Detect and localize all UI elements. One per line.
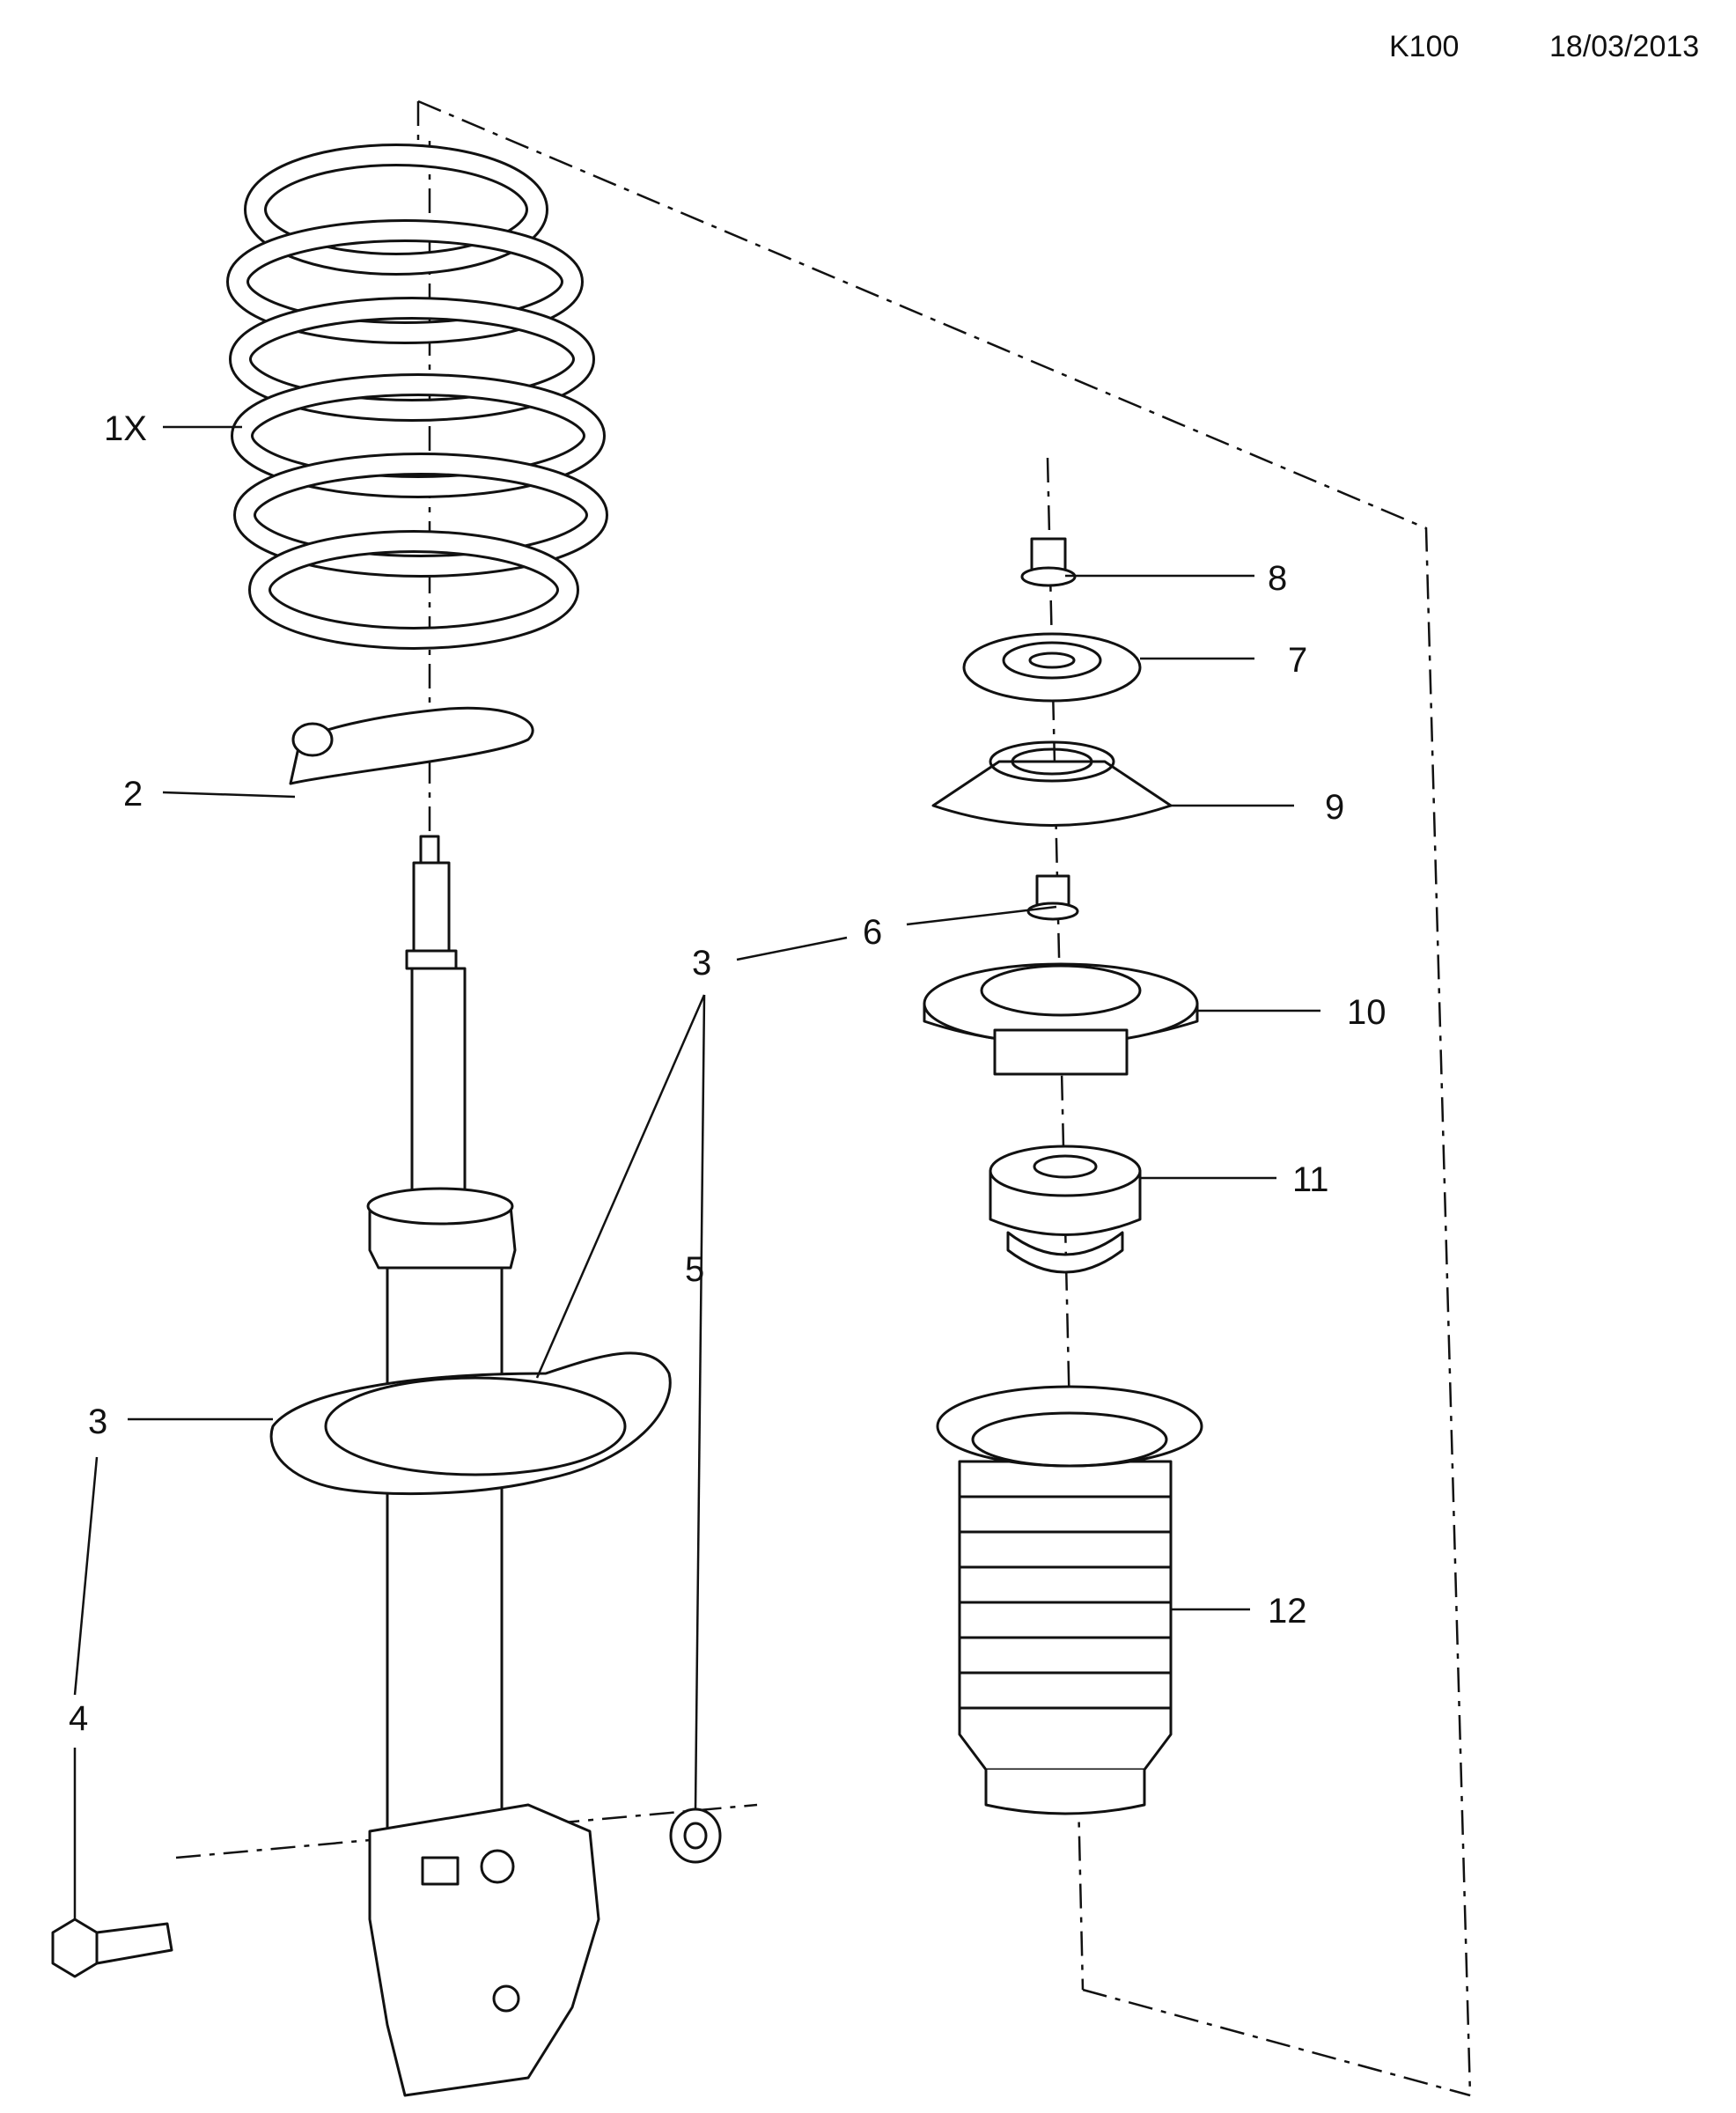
bearing <box>962 632 1142 703</box>
callout-3-upper: 3 <box>535 936 848 1810</box>
diagram-code: K100 <box>1389 30 1459 63</box>
callout-11: 11 <box>1140 1160 1329 1199</box>
nut-top <box>1020 537 1077 587</box>
bolt <box>51 1918 173 1978</box>
callout-9: 9 <box>1171 788 1344 827</box>
label-12: 12 <box>1268 1592 1307 1631</box>
shock-absorber <box>366 835 517 1886</box>
callout-3-left: 3 <box>88 1403 273 1441</box>
label-6: 6 <box>863 913 882 952</box>
callout-4: 4 <box>69 1456 99 1919</box>
label-10: 10 <box>1347 993 1387 1032</box>
spring-seat-lower <box>289 706 534 785</box>
label-4: 4 <box>69 1699 88 1738</box>
flange-nut-bracket <box>669 1807 722 1864</box>
label-5: 5 <box>685 1250 704 1289</box>
label-11: 11 <box>1292 1160 1329 1199</box>
dust-boot <box>936 1385 1203 1815</box>
label-7: 7 <box>1288 641 1307 680</box>
strut-mount-plate <box>269 1351 672 1496</box>
label-1x: 1X <box>104 409 147 448</box>
frame-line-bottom <box>1082 1988 1471 2097</box>
label-2: 2 <box>123 775 143 814</box>
callout-5: 5 <box>685 1250 704 1289</box>
top-mount <box>931 740 1173 827</box>
label-3-upper: 3 <box>692 944 711 983</box>
frame-line-right <box>417 99 1472 2096</box>
callout-7: 7 <box>1140 641 1307 680</box>
callout-8: 8 <box>1065 559 1287 598</box>
label-8: 8 <box>1268 559 1287 598</box>
callout-10: 10 <box>1197 993 1387 1032</box>
coil-spring <box>226 144 608 650</box>
label-3-left: 3 <box>88 1403 107 1441</box>
label-9: 9 <box>1325 788 1344 827</box>
callout-2: 2 <box>123 775 296 814</box>
bump-stop <box>989 1145 1142 1274</box>
nut-lower <box>1026 874 1079 921</box>
diagram-date: 18/03/2013 <box>1549 30 1699 63</box>
spring-seat-upper <box>923 962 1199 1076</box>
callout-6: 6 <box>863 905 1057 952</box>
callout-1x: 1X <box>104 409 242 448</box>
callout-12: 12 <box>1171 1592 1307 1631</box>
knuckle-bracket <box>368 1803 600 2097</box>
